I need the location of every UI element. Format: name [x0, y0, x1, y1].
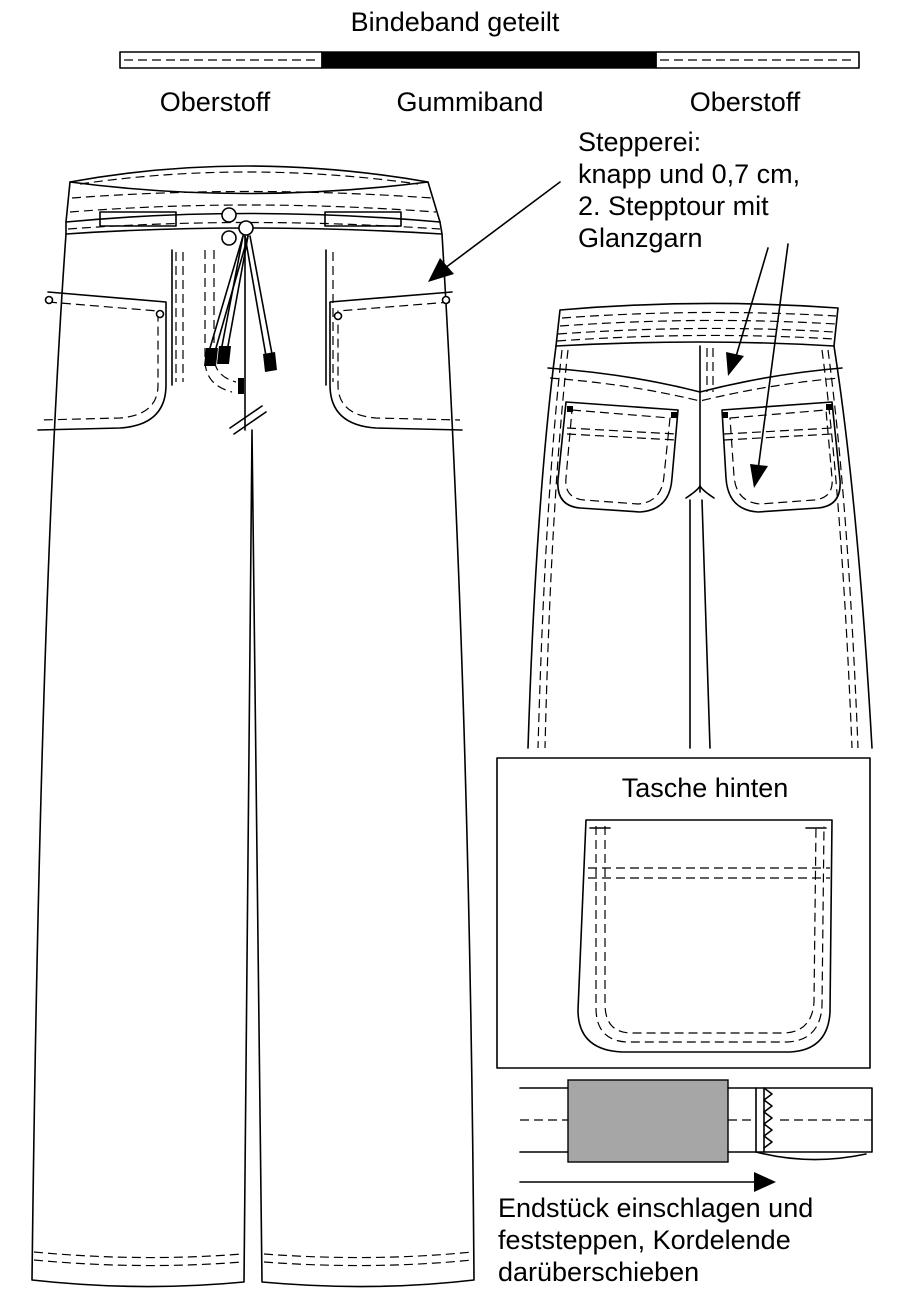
back-pocket-right — [721, 401, 841, 513]
eyelet-icon — [238, 220, 254, 236]
stitching-note-line: Glanzgarn — [578, 223, 703, 253]
tie-band-middle-label: Gummiband — [396, 87, 544, 117]
back-pocket-left — [557, 401, 679, 513]
stitching-note-line: 2. Stepptour mit — [578, 191, 769, 221]
cord-end-note-line: darüberschieben — [498, 1257, 700, 1287]
front-pocket-right — [329, 291, 463, 431]
folded-cord-end — [755, 1087, 873, 1153]
elastic-segment — [567, 1079, 729, 1163]
cord-end-note-line: feststeppen, Kordelende — [498, 1225, 791, 1255]
tie-band-diagram — [119, 51, 860, 69]
front-silhouette — [31, 233, 475, 1288]
back-pocket-detail-title: Tasche hinten — [621, 773, 789, 803]
drawstring-cords — [204, 235, 277, 372]
trousers-back-view — [527, 302, 873, 749]
tie-band-left-fabric — [119, 51, 323, 69]
tie-band-title: Bindeband geteilt — [350, 7, 560, 37]
pocket-detail-outline — [577, 819, 833, 1053]
cord-end-detail — [519, 1079, 873, 1192]
detail-frame — [496, 757, 871, 1069]
stitching-note: Stepperei: knapp und 0,7 cm, 2. Stepptou… — [578, 126, 800, 254]
front-waistband — [65, 181, 441, 223]
stitching-note-line: Stepperei: — [578, 127, 702, 157]
waistband-tab-left — [99, 211, 177, 227]
tie-band-right-fabric — [655, 51, 860, 69]
front-pocket-left — [37, 291, 167, 431]
back-pocket-detail-box — [496, 757, 871, 1069]
cord-end-note: Endstück einschlagen und feststeppen, Ko… — [498, 1192, 813, 1288]
eyelet-icon — [221, 230, 237, 246]
waistband-tab-right — [324, 211, 402, 227]
stitching-arrow-front — [428, 181, 561, 282]
back-waistband — [555, 302, 839, 347]
tie-band-elastic — [321, 51, 657, 69]
cord-end-note-line: Endstück einschlagen und — [498, 1193, 814, 1223]
trousers-front-view — [31, 165, 475, 1288]
tie-band-left-label: Oberstoff — [159, 87, 271, 117]
eyelet-icon — [221, 207, 237, 223]
tie-band-right-label: Oberstoff — [689, 87, 801, 117]
stitching-note-line: knapp und 0,7 cm, — [578, 159, 801, 189]
stitching-arrows-back — [726, 243, 789, 488]
